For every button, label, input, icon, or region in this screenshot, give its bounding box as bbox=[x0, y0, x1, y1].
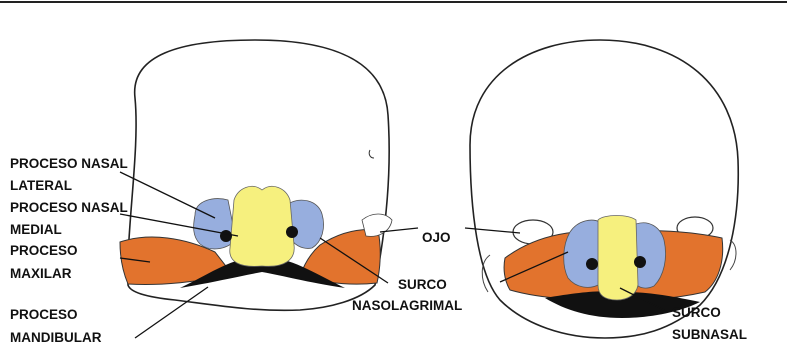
label-surco-nasolagrimal-line2: NASOLAGRIMAL bbox=[352, 298, 462, 313]
label-proceso-mandibular-line2: MANDIBULAR bbox=[10, 330, 102, 345]
left-embryo-head bbox=[120, 40, 392, 310]
label-proceso-maxilar-line2: MAXILAR bbox=[10, 266, 72, 281]
right-embryo-head bbox=[470, 40, 738, 338]
right-nostril-left bbox=[586, 258, 598, 270]
label-surco-subnasal-line2: SUBNASAL bbox=[672, 327, 747, 342]
label-proceso-nasal-lateral-line1: PROCESO NASAL bbox=[10, 156, 128, 171]
left-eye-region bbox=[362, 214, 392, 236]
right-nostril-right bbox=[634, 256, 646, 268]
right-medial-nasal-process bbox=[598, 216, 638, 301]
label-proceso-mandibular-line1: PROCESO bbox=[10, 307, 78, 322]
label-proceso-nasal-medial-line2: MEDIAL bbox=[10, 222, 62, 237]
label-proceso-nasal-medial-line1: PROCESO NASAL bbox=[10, 200, 128, 215]
left-nostril-right bbox=[286, 226, 298, 238]
label-surco-nasolagrimal-line1: SURCO bbox=[398, 277, 447, 292]
label-surco-subnasal-line1: SURCO bbox=[672, 305, 721, 320]
label-proceso-nasal-lateral-line2: LATERAL bbox=[10, 178, 72, 193]
left-medial-nasal-process bbox=[230, 186, 294, 266]
label-ojo: OJO bbox=[422, 230, 451, 245]
label-proceso-maxilar-line1: PROCESO bbox=[10, 243, 78, 258]
left-nostril-left bbox=[220, 230, 232, 242]
